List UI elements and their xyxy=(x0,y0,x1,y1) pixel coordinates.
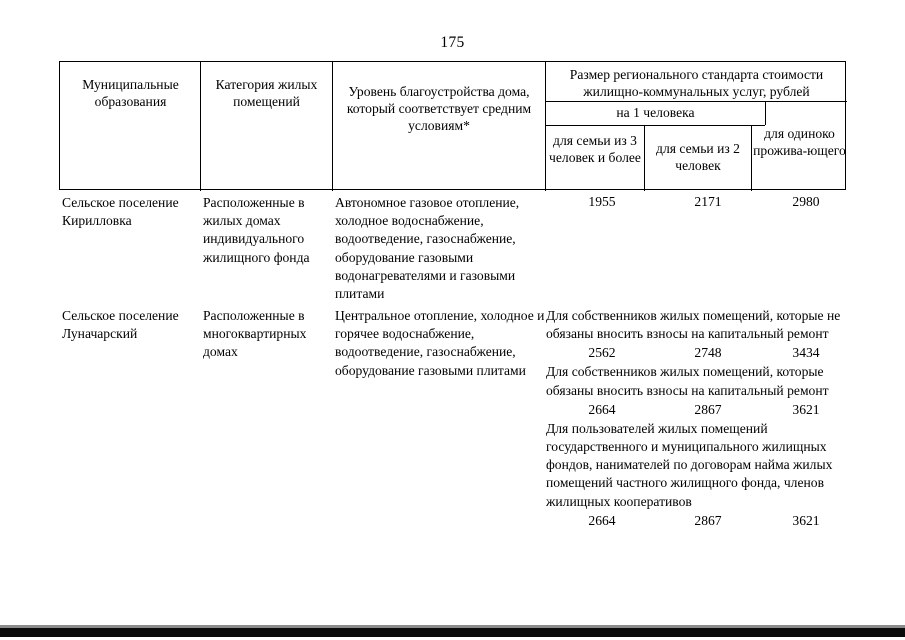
column-header-amenities-level: Уровень благоустройства дома, который со… xyxy=(346,84,532,133)
value-family-3-plus: 2664 xyxy=(588,401,616,417)
value-family-3-plus: 2664 xyxy=(588,512,616,528)
header-divider-6 xyxy=(765,101,767,125)
value-numbers: 2664 2867 3621 xyxy=(546,400,846,420)
value-block: Для пользователей жилых помещений госуда… xyxy=(546,420,846,531)
value-block: 1955 2171 2980 xyxy=(546,194,846,214)
cell-values: 1955 2171 2980 xyxy=(546,194,846,214)
page-number: 175 xyxy=(440,34,465,51)
value-block-note: Для пользователей жилых помещений госуда… xyxy=(546,420,833,509)
value-family-2: 2867 xyxy=(694,401,722,417)
cell-amenities: Центральное отопление, холодное и горяче… xyxy=(335,308,545,378)
value-family-2: 2867 xyxy=(694,512,722,528)
value-numbers: 2562 2748 3434 xyxy=(546,343,846,363)
scan-artifact-soft xyxy=(0,625,905,628)
column-header-family-2: для семьи из 2 человек xyxy=(656,141,740,173)
header-divider-2 xyxy=(332,62,334,191)
value-family-2: 2748 xyxy=(694,345,722,361)
value-block-note: Для собственников жилых помещений, котор… xyxy=(546,308,841,342)
scan-artifact-band xyxy=(0,628,905,637)
column-header-housing-category: Категория жилых помещений xyxy=(215,77,318,109)
value-single-person: 3621 xyxy=(792,401,820,417)
cell-amenities: Автономное газовое отопление, холодное в… xyxy=(335,195,520,302)
cell-housing-category: Расположенные в жилых домах индивидуальн… xyxy=(203,195,310,265)
header-divider-4 xyxy=(644,125,646,191)
column-header-municipalities: Муниципальные образования xyxy=(82,77,179,109)
value-family-2: 2171 xyxy=(694,194,722,209)
value-block: Для собственников жилых помещений, котор… xyxy=(546,363,846,419)
column-header-per-person: на 1 человека xyxy=(616,105,695,120)
value-numbers: 2664 2867 3621 xyxy=(546,511,846,531)
table-header-box: Муниципальные образования Категория жилы… xyxy=(59,61,847,191)
column-header-cost-standard: Размер регионального стандарта стоимости… xyxy=(569,67,824,99)
value-single-person: 3621 xyxy=(792,512,820,528)
cell-values: Для собственников жилых помещений, котор… xyxy=(546,307,846,531)
value-single-person: 3434 xyxy=(792,345,820,361)
cell-housing-category: Расположенные в многоквартирных домах xyxy=(203,308,307,360)
value-numbers: 1955 2171 2980 xyxy=(546,194,846,214)
cell-municipality: Сельское поселение Кирилловка xyxy=(62,195,179,229)
value-single-person: 2980 xyxy=(792,194,820,209)
header-rule-b xyxy=(545,125,765,127)
header-rule-a xyxy=(545,101,847,103)
value-block: Для собственников жилых помещений, котор… xyxy=(546,307,846,363)
column-header-family-3-plus: для семьи из 3 человек и более xyxy=(549,133,641,165)
column-header-single-person: для одиноко прожива-ющего xyxy=(753,126,846,158)
value-family-3-plus: 1955 xyxy=(588,194,616,209)
value-block-note: Для собственников жилых помещений, котор… xyxy=(546,364,829,398)
value-family-3-plus: 2562 xyxy=(588,345,616,361)
cell-municipality: Сельское поселение Луначарский xyxy=(62,308,179,342)
header-divider-3 xyxy=(545,62,547,191)
header-divider-5 xyxy=(751,125,753,191)
header-divider-1 xyxy=(200,62,202,191)
tariff-table: Муниципальные образования Категория жилы… xyxy=(59,61,847,629)
